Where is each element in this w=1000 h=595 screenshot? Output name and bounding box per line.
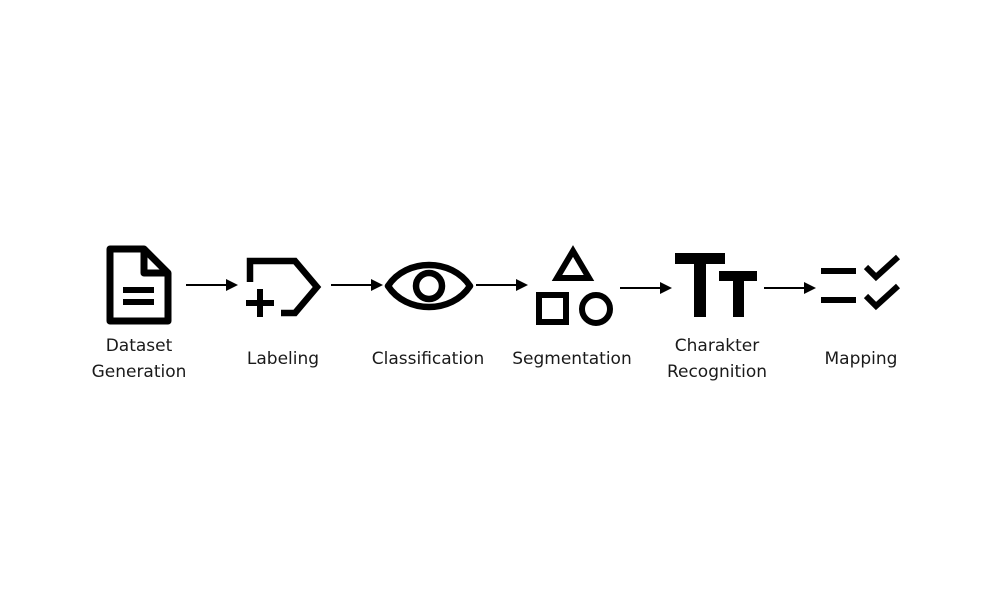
step-label-line: Labeling: [246, 349, 320, 369]
step-label-character-recognition: Charakter Recognition: [642, 333, 792, 385]
checklist-icon: [821, 254, 901, 311]
step-label-line: Classification: [371, 349, 485, 369]
flow-arrow: [476, 279, 528, 291]
step-label-mapping: Mapping: [786, 346, 936, 372]
step-label-line: Mapping: [824, 349, 898, 369]
flow-arrow: [186, 279, 238, 291]
step-label-line: Generation: [91, 362, 187, 382]
step-label-line: Charakter: [674, 336, 760, 356]
step-label-line: Segmentation: [512, 349, 632, 369]
shapes-icon: [536, 245, 613, 326]
document-icon: [106, 245, 172, 325]
flow-arrow: [620, 282, 672, 294]
tag-add-icon: [246, 257, 322, 317]
step-label-labeling: Labeling: [208, 346, 358, 372]
flow-arrow: [331, 279, 383, 291]
step-label-line: Recognition: [666, 362, 768, 382]
eye-icon: [384, 261, 474, 311]
step-label-classification: Classification: [353, 346, 503, 372]
step-label-segmentation: Segmentation: [497, 346, 647, 372]
step-label-line: Dataset: [105, 336, 173, 356]
flow-arrow: [764, 282, 816, 294]
text-size-icon: [675, 253, 757, 317]
step-label-dataset-generation: Dataset Generation: [64, 333, 214, 385]
